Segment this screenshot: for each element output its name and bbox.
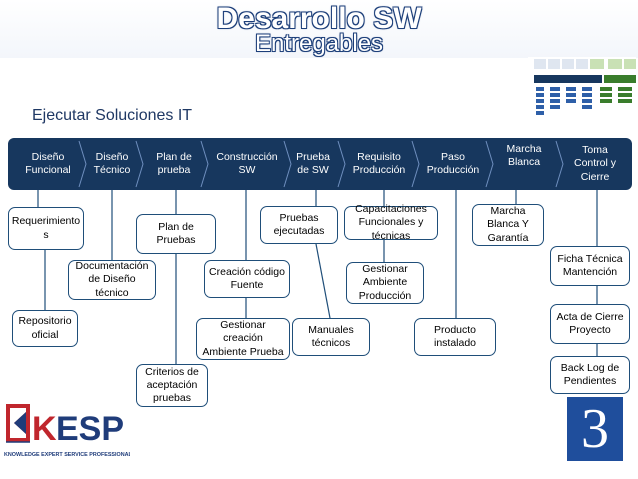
box-documentacion-diseno: Documentación de Diseño técnico [68,260,156,300]
connector-8 [315,243,331,319]
box-criterios-aceptacion: Criterios de aceptación pruebas [136,364,208,407]
logo-mark-icon [6,404,30,443]
svg-text:KNOWLEDGE EXPERT SERVICE PROFE: KNOWLEDGE EXPERT SERVICE PROFESSIONAL [4,452,130,458]
box-gestionar-ambiente: Gestionar Ambiente Producción [346,262,424,304]
box-capacitaciones: Capacitaciones Funcionales y técnicas [344,203,438,242]
step-requisito-produccion: Requisito Producción [352,150,406,176]
box-requerimientos: Requerimiento s [8,207,84,250]
chevron-divider-1 [78,140,87,188]
box-plan-pruebas: Plan de Pruebas [136,214,216,254]
kesp-logo: K ESP KNOWLEDGE EXPERT SERVICE PROFESSIO… [4,404,130,458]
box-manuales-tecnicos: Manuales técnicos [292,318,370,356]
box-backlog: Back Log de Pendientes [550,356,630,394]
svg-text:ESP: ESP [56,410,124,448]
chevron-divider-7 [485,140,494,188]
step-paso-produccion: Paso Producción [426,150,480,176]
step-diseno-funcional: Diseño Funcional [25,150,71,176]
box-ficha-tecnica: Ficha Técnica Mantención [550,246,630,286]
chevron-divider-5 [337,140,346,188]
chevron-divider-6 [411,140,420,188]
slide-subtitle: Entregables [254,30,384,57]
step-prueba-sw: Prueba de SW [296,150,330,176]
section-title: Ejecutar Soluciones IT [32,107,193,124]
step-diseno-tecnico: Diseño Técnico [93,150,131,176]
chevron-divider-2 [135,140,144,188]
step-toma-control-cierre: Toma Control y Cierre [573,144,616,183]
mini-diagram-thumbnail [528,57,636,139]
title-band [0,0,638,58]
step-plan-prueba: Plan de prueba [156,150,192,176]
process-bar [8,138,632,190]
slide-number: 3 [567,397,623,461]
chevron-divider-4 [283,140,292,188]
box-repositorio-oficial: Repositorio oficial [12,310,78,347]
chevron-divider-8 [555,140,564,188]
box-marcha-garantia: Marcha Blanca Y Garantía [472,204,544,246]
box-creacion-codigo: Creación código Fuente [204,260,290,298]
svg-text:K: K [32,410,57,448]
chevron-divider-3 [200,140,209,188]
step-marcha-blanca: Marcha Blanca [506,142,542,168]
box-acta-cierre: Acta de Cierre Proyecto [550,304,630,344]
box-gestionar-creacion: Gestionar creación Ambiente Prueba [196,318,290,360]
slide-title: Desarrollo SW [216,2,422,35]
step-construccion-sw: Construcción SW [216,150,278,176]
box-producto-instalado: Producto instalado [414,318,496,356]
box-pruebas-ejecutadas: Pruebas ejecutadas [260,206,338,244]
